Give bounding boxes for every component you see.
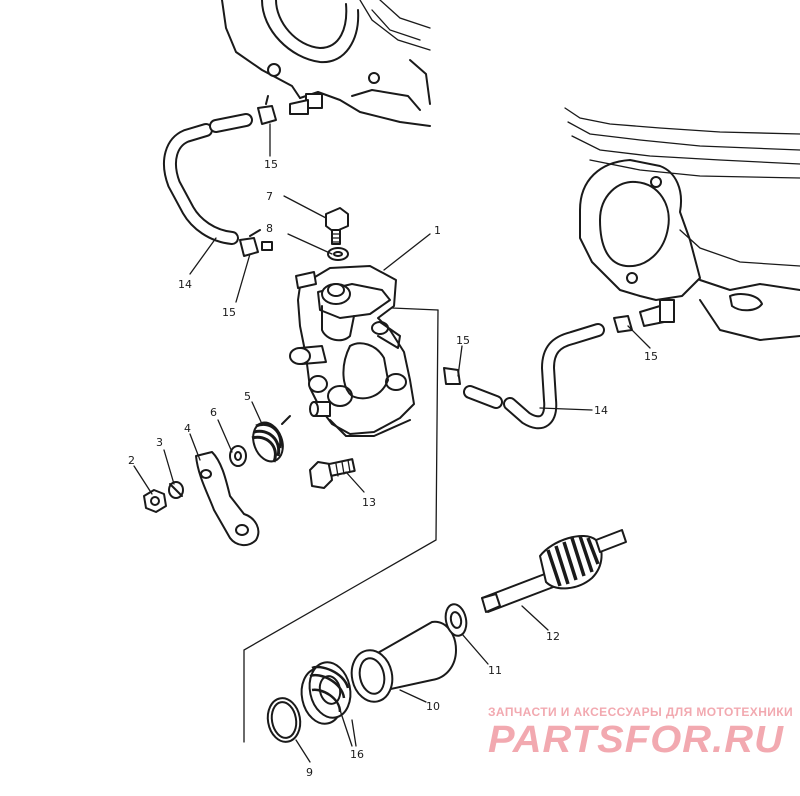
o-ring xyxy=(266,697,302,743)
lock-washer xyxy=(168,481,184,499)
callout-5: 5 xyxy=(244,390,251,403)
watermark-tagline: ЗАПЧАСТИ И АКСЕССУАРЫ ДЛЯ МОТОТЕХНИКИ xyxy=(488,705,793,719)
engine-cylinder-upper xyxy=(221,0,431,127)
assembly-bracket-top xyxy=(391,307,439,311)
hose-clip-top xyxy=(257,105,277,125)
oil-pump-body xyxy=(289,265,415,437)
callout-11: 11 xyxy=(488,664,502,677)
callout-13: 13 xyxy=(362,496,376,509)
hose-clip-cylinder-right xyxy=(613,315,633,333)
callout-3: 3 xyxy=(156,436,163,449)
drive-shaft xyxy=(481,529,627,613)
callout-1: 1 xyxy=(434,224,441,237)
callout-6: 6 xyxy=(210,406,217,419)
drive-gear xyxy=(300,661,352,725)
callout-14-right: 14 xyxy=(594,404,608,417)
callout-15-left: 15 xyxy=(222,306,236,319)
hose-clip-pump-right xyxy=(443,367,461,385)
callout-2: 2 xyxy=(128,454,135,467)
callout-labels: 1 2 3 4 5 6 7 8 9 10 11 12 13 14 14 15 1… xyxy=(128,158,658,779)
drive-sleeve xyxy=(350,620,457,703)
callout-14-left: 14 xyxy=(178,278,192,291)
engine-cylinder-right xyxy=(564,107,800,341)
oil-hose-left xyxy=(163,95,277,257)
callout-9: 9 xyxy=(306,766,313,779)
thrust-washer xyxy=(444,603,468,637)
hose-clip-pump-left xyxy=(239,237,259,257)
watermark-logo: PARTSFOR.RU xyxy=(488,719,785,761)
callout-15-right: 15 xyxy=(644,350,658,363)
watermark: ЗАПЧАСТИ И АКСЕССУАРЫ ДЛЯ МОТОТЕХНИКИ PA… xyxy=(488,705,793,761)
callout-12: 12 xyxy=(546,630,560,643)
callout-15-mid: 15 xyxy=(456,334,470,347)
mounting-bolt xyxy=(309,458,356,489)
callout-15-top: 15 xyxy=(264,158,278,171)
callout-8: 8 xyxy=(266,222,273,235)
callout-10: 10 xyxy=(426,700,440,713)
sealing-washer xyxy=(327,247,349,261)
leader-lines xyxy=(133,123,651,763)
banjo-bolt xyxy=(325,207,349,245)
oil-hose-right xyxy=(443,315,633,430)
callout-7: 7 xyxy=(266,190,273,203)
hex-nut xyxy=(143,489,167,513)
pump-control-lever xyxy=(195,451,260,546)
callout-16: 16 xyxy=(350,748,364,761)
washer-6 xyxy=(229,445,247,467)
callout-4: 4 xyxy=(184,422,191,435)
return-spring xyxy=(251,415,291,463)
assembly-bracket-line xyxy=(243,309,439,743)
